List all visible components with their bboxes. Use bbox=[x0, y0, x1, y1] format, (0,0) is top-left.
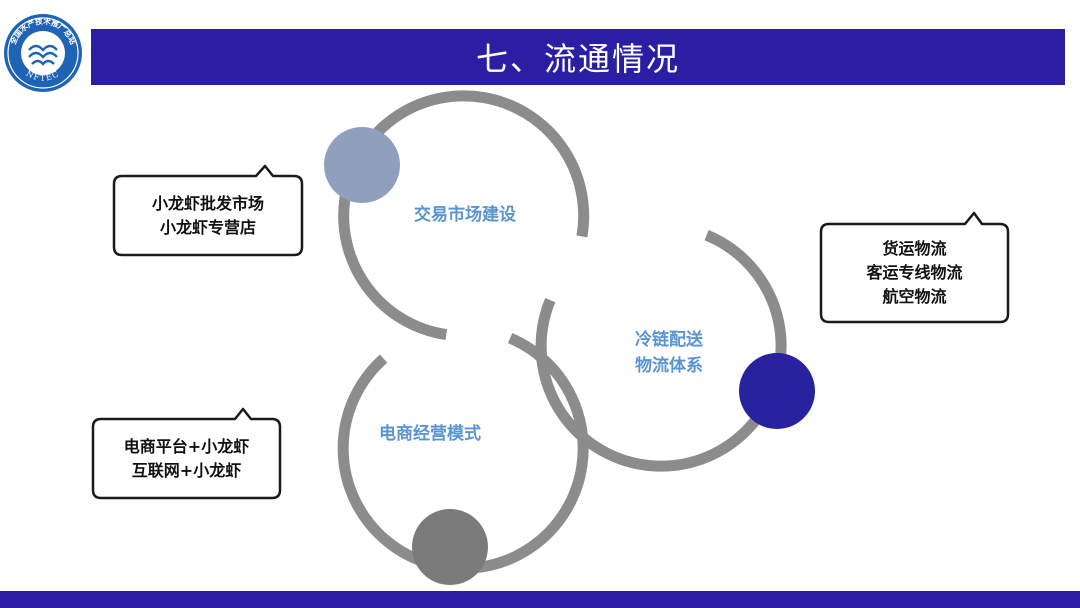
ring-label-market: 交易市场建设 bbox=[380, 202, 550, 228]
ring-label-logistics: 冷链配送 物流体系 bbox=[584, 327, 754, 379]
callout-ecommerce: 电商平台+小龙虾 互联网+小龙虾 bbox=[93, 419, 280, 498]
callout-bubble-market bbox=[112, 164, 304, 257]
callout-bubble-logistics bbox=[819, 211, 1010, 324]
callout-bubble-ecommerce bbox=[91, 407, 282, 500]
page-title: 七、流通情况 bbox=[475, 40, 680, 78]
callout-logistics: 货运物流 客运专线物流 航空物流 bbox=[821, 224, 1008, 322]
ring-arc-ecommerce bbox=[337, 332, 589, 574]
callout-line: 小龙虾专营店 bbox=[159, 218, 256, 237]
logo-acronym: NFTEC bbox=[24, 69, 60, 83]
node-circle-market bbox=[324, 127, 400, 203]
node-circle-ecommerce bbox=[412, 509, 488, 585]
bottom-bar bbox=[0, 591, 1080, 608]
nftec-logo-icon: 全国水产技术推广总站 NFTEC bbox=[4, 14, 82, 92]
ring-label-line: 电商经营模式 bbox=[379, 424, 481, 444]
ring-arc-logistics bbox=[535, 230, 787, 472]
callout-line: 小龙虾批发市场 bbox=[151, 194, 264, 213]
ring-label-ecommerce: 电商经营模式 bbox=[345, 421, 515, 447]
svg-text:NFTEC: NFTEC bbox=[24, 69, 61, 83]
ring-arc-market bbox=[338, 90, 590, 341]
callout-line: 互联网+小龙虾 bbox=[131, 461, 242, 480]
callout-line: 航空物流 bbox=[882, 287, 947, 306]
callout-line: 电商平台+小龙虾 bbox=[123, 437, 250, 456]
ring-label-line: 冷链配送 bbox=[635, 330, 703, 350]
callout-line: 客运专线物流 bbox=[866, 263, 963, 282]
node-circle-logistics bbox=[739, 353, 815, 429]
callout-market: 小龙虾批发市场 小龙虾专营店 bbox=[114, 176, 302, 255]
title-bar: 七、流通情况 bbox=[91, 29, 1065, 85]
callout-line: 货运物流 bbox=[882, 239, 947, 258]
ring-label-line: 交易市场建设 bbox=[414, 205, 516, 225]
ring-label-line: 物流体系 bbox=[635, 356, 703, 376]
